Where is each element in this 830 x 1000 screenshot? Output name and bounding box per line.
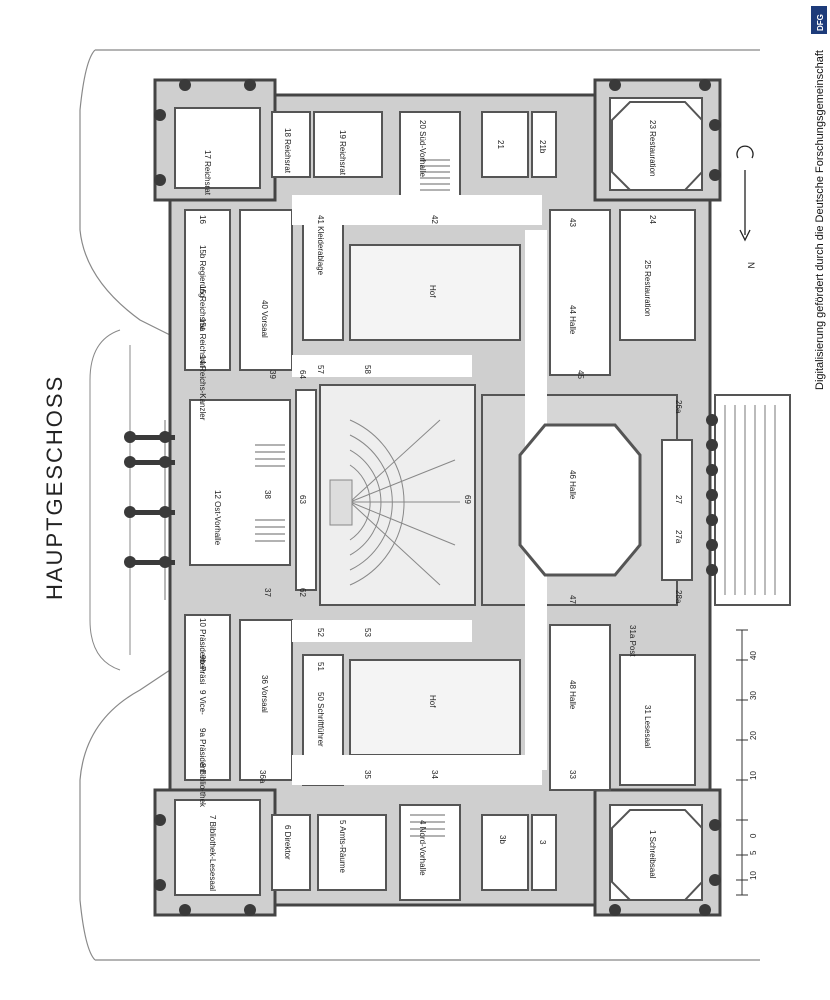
room-label: 26a bbox=[674, 400, 683, 414]
room-label: 15b Regierung bbox=[198, 245, 207, 297]
plan-title: HAUPTGESCHOSS bbox=[42, 375, 67, 600]
scale-tick-label: 40 bbox=[749, 651, 758, 660]
room-label: 53 bbox=[363, 628, 372, 637]
room-label: 6 Direktor bbox=[283, 825, 292, 860]
scale-tick-label: 20 bbox=[749, 731, 758, 740]
room-label: 48 Halle bbox=[568, 680, 577, 710]
room-label: 23 Restauration bbox=[648, 120, 657, 176]
room-label: 17 Reichsrat bbox=[203, 150, 212, 196]
room-label: 40 Vorsaal bbox=[260, 300, 269, 338]
north-arrow-icon bbox=[736, 145, 754, 242]
room-label: 31a Post bbox=[628, 625, 637, 657]
room-label: 19 Reichsrat bbox=[338, 130, 347, 176]
east-portico bbox=[706, 394, 791, 606]
room-label: 58 bbox=[363, 365, 372, 374]
room-label: 18 Reichsrat bbox=[283, 128, 292, 174]
room-label: 27a bbox=[674, 530, 683, 544]
room-label: 45 bbox=[576, 370, 585, 379]
room-label: 43 bbox=[568, 218, 577, 227]
room-label: 33 bbox=[568, 770, 577, 779]
room-label: 15 Reichsrat bbox=[198, 285, 207, 331]
room-label: 41 Kleiderablage bbox=[316, 215, 325, 276]
room-label: 15a Reichsrat bbox=[198, 318, 207, 368]
room-label: 42 bbox=[430, 215, 439, 224]
room-label: 4 Nord-Vorhalle bbox=[418, 820, 427, 876]
room-label: Hof bbox=[428, 285, 437, 298]
room-label: 38 bbox=[263, 490, 272, 499]
room-label: 39 bbox=[268, 370, 277, 379]
room-labels: 17 Reichsrat 18 Reichsrat 19 Reichsrat 2… bbox=[198, 120, 683, 891]
scale-tick-label: 0 bbox=[749, 833, 758, 838]
room-label: 3b bbox=[498, 835, 507, 844]
room-label: 36a bbox=[258, 770, 267, 784]
room-label: 37 bbox=[263, 588, 272, 597]
octagon-schreibsaal-1 bbox=[611, 809, 703, 901]
approach-ramp bbox=[89, 329, 131, 671]
room-label: 9a Präsident bbox=[198, 728, 207, 774]
room-label: 50 Schriftführer bbox=[316, 692, 325, 747]
room-label: 34 bbox=[430, 770, 439, 779]
room-label: 27 bbox=[674, 495, 683, 504]
room-label: 14 Reichs-Kanzler bbox=[198, 355, 207, 421]
room-label: 44 Halle bbox=[568, 305, 577, 335]
scale-tick-label: 30 bbox=[749, 691, 758, 700]
west-porch bbox=[124, 431, 175, 568]
room-label: 35 bbox=[363, 770, 372, 779]
credit-caption: Digitalisierung gefördert durch die Deut… bbox=[814, 50, 826, 390]
pavilion-columns bbox=[154, 79, 721, 916]
room-interiors bbox=[174, 97, 703, 901]
room-label: 3 bbox=[538, 840, 547, 845]
room-label: 28a bbox=[674, 590, 683, 604]
room-label: 51 bbox=[316, 662, 325, 671]
room-label: 9 Vice- bbox=[198, 690, 207, 715]
room-label: 63 bbox=[298, 495, 307, 504]
room-label: 31 Lesesaal bbox=[643, 705, 652, 748]
room-label: 36 Vorsaal bbox=[260, 675, 269, 713]
room-label: 64 bbox=[298, 370, 307, 379]
room-label: 52 bbox=[316, 628, 325, 637]
room-label: 21 bbox=[496, 140, 505, 149]
room-label: 20 Süd-Vorhalle bbox=[418, 120, 427, 177]
room-label: 16 bbox=[198, 215, 207, 224]
room-label: 10 Präsidenten bbox=[198, 618, 207, 672]
room-label: 7 Bibliothek-Lesesaal bbox=[208, 815, 217, 891]
room-label: 47 bbox=[568, 595, 577, 604]
scale-tick-label: 10 bbox=[749, 771, 758, 780]
room-label: 9b Präsi bbox=[198, 655, 207, 685]
room-label: 25 Restauration bbox=[643, 260, 652, 316]
room-label: 1 Schreibsaal bbox=[648, 830, 657, 879]
room-label: 21b bbox=[538, 140, 547, 154]
room-label: Hof bbox=[428, 695, 437, 708]
octagon-restauration-23 bbox=[611, 101, 703, 191]
scale-tick-label: 5 bbox=[749, 850, 758, 855]
assembly-chamber bbox=[329, 419, 460, 586]
room-label: 8 Biblio-thek bbox=[198, 763, 207, 808]
octagon-halle-46 bbox=[518, 423, 642, 577]
room-label: 46 Halle bbox=[568, 470, 577, 500]
compass-label: N bbox=[746, 262, 756, 269]
dfg-logo bbox=[811, 6, 827, 34]
room-label: 12 Ost-Vorhalle bbox=[213, 490, 222, 546]
room-label: 69 bbox=[463, 495, 472, 504]
room-label: 24 bbox=[648, 215, 657, 224]
room-label: 5 Amts-Räume bbox=[338, 820, 347, 873]
scale-tick-label: 10 bbox=[749, 871, 758, 880]
room-label: 57 bbox=[316, 365, 325, 374]
site-outline bbox=[79, 49, 760, 961]
stairs bbox=[255, 159, 450, 837]
dfg-logo-text: DFG bbox=[816, 14, 825, 31]
scale-bar bbox=[736, 629, 748, 896]
room-label: 62 bbox=[298, 588, 307, 597]
